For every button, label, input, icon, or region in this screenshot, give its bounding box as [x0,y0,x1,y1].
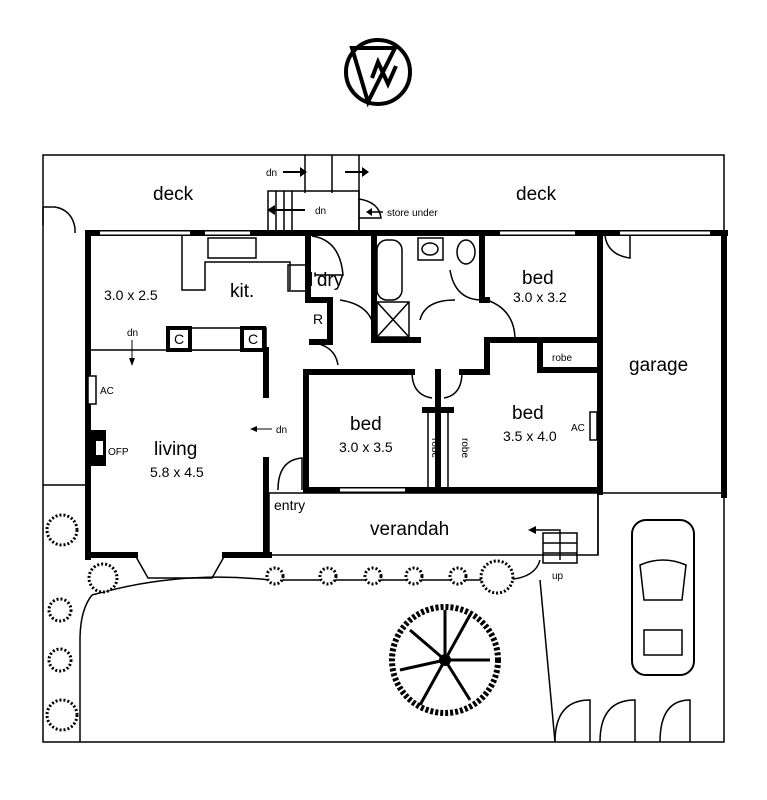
garage-label: garage [629,355,688,376]
ac-living-label: AC [100,386,114,397]
bed2-label: bed [350,414,382,435]
up-label: up [552,571,564,582]
car-icon [631,519,695,676]
house-walls [85,230,728,579]
fixtures [166,235,631,491]
dn-top-label: dn [266,168,277,179]
verandah-steps [542,532,578,564]
north-compass-icon [344,38,412,108]
ofp-label: OFP [108,447,129,458]
bed2-dims: 3.0 x 3.5 [339,439,393,455]
kitchen-dims: 3.0 x 2.5 [104,287,158,303]
kitchen-label: kit. [230,281,254,302]
cupboard-label: C [174,331,184,347]
bed1-label: bed [522,268,554,289]
deck-right-label: deck [516,184,557,205]
living-dims: 5.8 x 4.5 [150,464,204,480]
store-under-label: store under [387,208,438,219]
laundry-label: l'dry [309,270,344,291]
deck-stairs [267,155,382,234]
dn-stair-label: dn [315,206,326,217]
robe-label: robe [459,438,470,458]
entry-label: entry [274,497,305,513]
verandah-area [268,492,599,556]
ac-bed3-label: AC [571,423,585,434]
bed3-label: bed [512,403,544,424]
cupboard-label: C [248,331,258,347]
shrubs [45,513,515,732]
deck-left-label: deck [153,184,194,205]
robe-bed1-label: robe [552,353,572,364]
fridge-label: R [313,311,323,327]
dn-living-label: dn [127,328,138,339]
bed3-dims: 3.5 x 4.0 [503,428,557,444]
robe-label: robe [429,438,440,458]
living-label: living [154,439,197,460]
arrows [129,167,561,560]
verandah-label: verandah [370,519,449,540]
tree-icon [389,604,501,716]
bed1-dims: 3.0 x 3.2 [513,289,567,305]
dn-entry-label: dn [276,425,287,436]
